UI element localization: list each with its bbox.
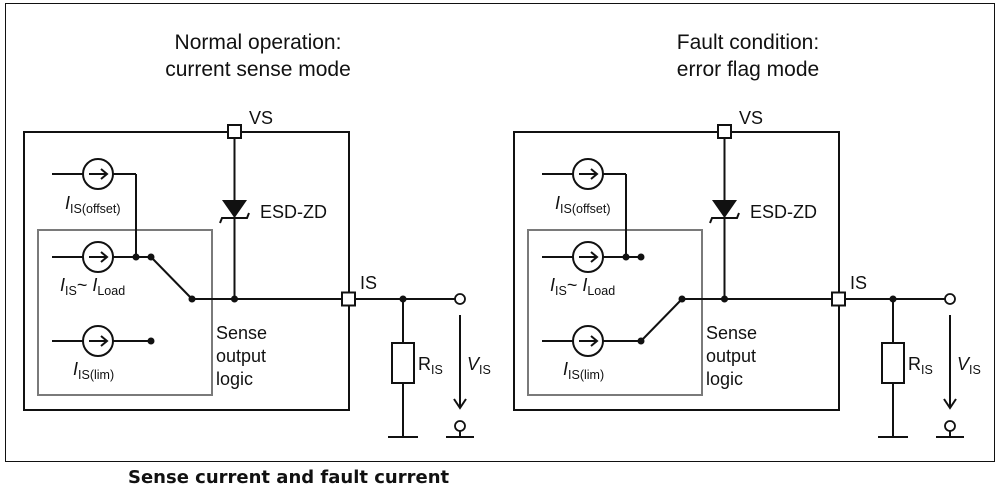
output-terminal: [454, 293, 466, 305]
sense-logic-box: [37, 229, 213, 396]
i-offset-label: IIS(offset): [555, 193, 611, 216]
vs-label: VS: [739, 108, 763, 128]
panel-title-line2: current sense mode: [165, 58, 351, 81]
device-box: [23, 131, 350, 411]
r-is-label: RIS: [908, 354, 933, 377]
panel-title-line1: Fault condition:: [677, 31, 819, 54]
resistor-icon: [881, 342, 905, 384]
mode-switch: [150, 256, 193, 300]
i-offset-label: IIS(offset): [65, 193, 121, 216]
i-load-label: IIS~ ILoad: [60, 275, 125, 298]
figure-frame: Normal operation: current sense mode VS …: [5, 3, 995, 462]
logic-label-line1: Sense: [706, 323, 757, 343]
output-terminal: [944, 293, 956, 305]
esd-label: ESD-ZD: [260, 202, 327, 222]
is-label: IS: [360, 273, 377, 293]
mode-switch: [640, 298, 683, 342]
v-is-label: VIS: [957, 354, 981, 377]
sense-logic-box: [527, 229, 703, 396]
figure-caption: Sense current and fault current: [128, 467, 450, 488]
esd-zener-diode-icon: [709, 200, 740, 224]
esd-zener-diode-icon: [219, 200, 250, 224]
i-lim-label: IIS(lim): [563, 359, 604, 382]
panel-title-line2: error flag mode: [677, 58, 819, 81]
i-lim-label: IIS(lim): [73, 359, 114, 382]
vs-label: VS: [249, 108, 273, 128]
vs-pin: [717, 124, 732, 139]
resistor-icon: [391, 342, 415, 384]
device-box: [513, 131, 840, 411]
r-is-label: RIS: [418, 354, 443, 377]
esd-label: ESD-ZD: [750, 202, 817, 222]
logic-label-line3: logic: [216, 369, 253, 389]
is-pin: [341, 291, 356, 307]
logic-label-line2: output: [216, 346, 266, 366]
panel-title-line1: Normal operation:: [175, 31, 342, 54]
is-label: IS: [850, 273, 867, 293]
is-pin: [831, 291, 846, 307]
logic-label-line1: Sense: [216, 323, 267, 343]
logic-label-line3: logic: [706, 369, 743, 389]
voltage-arrow-icon: [453, 398, 467, 410]
voltage-arrow-icon: [943, 398, 957, 410]
v-is-label: VIS: [467, 354, 491, 377]
logic-label-line2: output: [706, 346, 756, 366]
panel-fault-condition: Fault condition: error flag mode VS ESD-…: [513, 31, 981, 438]
panel-normal-operation: Normal operation: current sense mode VS …: [23, 31, 491, 438]
i-load-label: IIS~ ILoad: [550, 275, 615, 298]
vs-pin: [227, 124, 242, 139]
